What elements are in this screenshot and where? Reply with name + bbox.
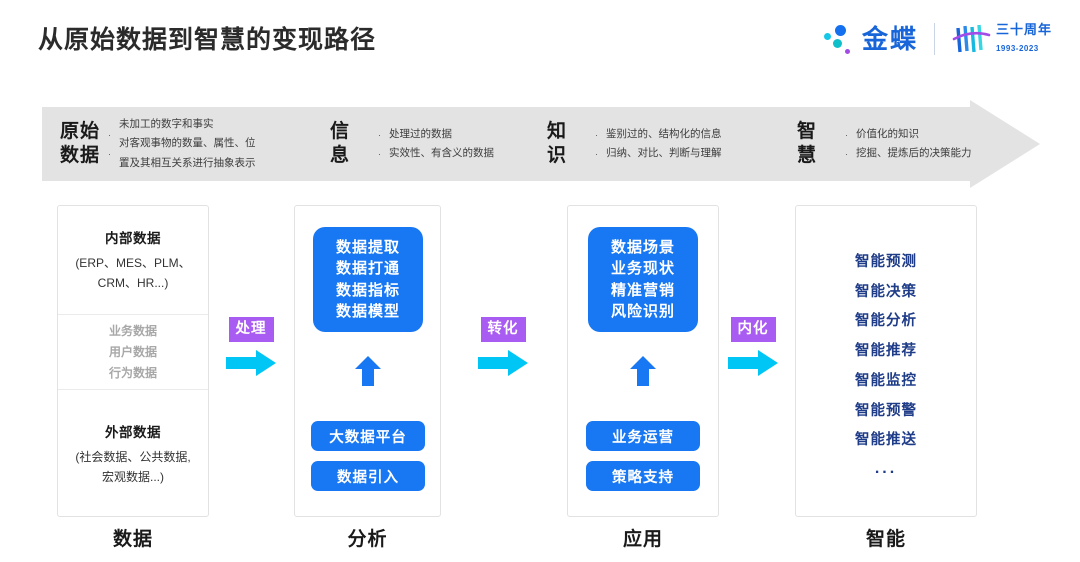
banner-stage-information: 信 息 ·· 处理过的数据 实效性、有含义的数据 — [330, 114, 494, 174]
column-intelligence — [795, 205, 977, 517]
internal-data-title: 内部数据 — [105, 230, 161, 246]
bullet-markers: ·· — [595, 130, 598, 159]
banner-bullet: 鉴别过的、结构化的信息 — [606, 127, 722, 140]
anniversary-30-icon — [952, 24, 991, 53]
bullet-markers: ·· — [378, 130, 381, 159]
analysis-pill-bigdata-platform[interactable]: 大数据平台 — [311, 421, 425, 451]
connector-label-internalize: 内化 — [730, 317, 776, 343]
banner-stage-label: 智 慧 — [797, 121, 818, 166]
internal-data-subtitle: (ERP、MES、PLM、 CRM、HR...) — [75, 255, 191, 290]
column-data: 内部数据 (ERP、MES、PLM、 CRM、HR...) 业务数据 用户数据 … — [57, 205, 209, 517]
intelligence-item: 智能推荐 — [855, 343, 917, 360]
banner-stage-raw-data: 原始 数据 ·· 未加工的数字和事实 对客观事物的数量、属性、位 置及其相互关系… — [60, 114, 256, 174]
external-data-subtitle: (社会数据、公共数据, 宏观数据...) — [75, 449, 191, 484]
intelligence-item: 智能预测 — [855, 254, 917, 270]
data-type-item: 用户数据 — [108, 344, 157, 359]
banner-stage-label: 知 识 — [547, 121, 568, 166]
right-arrow-icon — [728, 350, 778, 377]
banner-bullet: 归纳、对比、判断与理解 — [606, 147, 722, 159]
connector-process: 处理 — [222, 317, 280, 377]
intelligence-item: 智能监控 — [855, 372, 917, 389]
application-card-line: 业务现状 — [610, 260, 675, 278]
intelligence-capability-list: 智能预测 智能决策 智能分析 智能推荐 智能监控 智能预警 智能推送 ... — [795, 248, 977, 482]
connector-label-convert: 转化 — [480, 317, 526, 343]
brand-logo: 金蝶 三十周年 1993-2023 — [822, 18, 1052, 60]
anniversary-badge: 三十周年 1993-2023 — [951, 22, 1052, 56]
column-caption-analysis: 分析 — [347, 529, 388, 550]
dikw-banner: 原始 数据 ·· 未加工的数字和事实 对客观事物的数量、属性、位 置及其相互关系… — [42, 100, 1040, 188]
connector-internalize: 内化 — [724, 317, 782, 377]
data-types-section: 业务数据 用户数据 行为数据 — [58, 314, 208, 390]
banner-stage-label: 信 息 — [330, 121, 351, 166]
banner-bullet: 挖掘、提炼后的决策能力 — [856, 147, 972, 159]
connector-convert: 转化 — [474, 317, 532, 377]
banner-bullet: 置及其相互关系进行抽象表示 — [119, 156, 256, 169]
anniversary-title: 三十周年 — [995, 22, 1052, 38]
intelligence-item: 智能推送 — [855, 432, 917, 449]
external-data-title: 外部数据 — [105, 424, 161, 440]
banner-stage-knowledge: 知 识 ·· 鉴别过的、结构化的信息 归纳、对比、判断与理解 — [547, 114, 722, 174]
banner-bullet: 实效性、有含义的数据 — [389, 147, 494, 159]
data-type-item: 业务数据 — [108, 323, 157, 338]
banner-stage-wisdom: 智 慧 ·· 价值化的知识 挖掘、提炼后的决策能力 — [797, 114, 972, 174]
banner-stage-label: 原始 数据 — [60, 121, 101, 166]
analysis-card-line: 数据模型 — [335, 302, 400, 320]
internal-data-section: 内部数据 (ERP、MES、PLM、 CRM、HR...) — [58, 206, 208, 314]
banner-bullet: 未加工的数字和事实 — [119, 118, 214, 131]
page-title: 从原始数据到智慧的变现路径 — [38, 26, 377, 54]
analysis-card-line: 数据打通 — [335, 260, 400, 278]
application-pill-business-operations[interactable]: 业务运营 — [586, 421, 700, 451]
data-type-item: 行为数据 — [108, 365, 157, 380]
column-caption-intelligence: 智能 — [865, 529, 906, 550]
right-arrow-icon — [478, 350, 528, 377]
kingdee-dots-icon — [822, 22, 852, 56]
analysis-capability-card[interactable]: 数据提取 数据打通 数据指标 数据模型 — [313, 227, 423, 332]
analysis-card-line: 数据指标 — [335, 281, 400, 299]
banner-bullet: 价值化的知识 — [856, 127, 919, 140]
application-pill-strategy-support[interactable]: 策略支持 — [586, 461, 700, 491]
bullet-markers: ·· — [108, 130, 111, 159]
application-capability-card[interactable]: 数据场景 业务现状 精准营销 风险识别 — [588, 227, 698, 332]
column-caption-application: 应用 — [622, 529, 663, 550]
banner-bullet: 对客观事物的数量、属性、位 — [119, 137, 256, 150]
column-caption-data: 数据 — [112, 529, 153, 550]
bullet-markers: ·· — [845, 130, 848, 159]
analysis-card-line: 数据提取 — [335, 238, 400, 256]
right-arrow-icon — [226, 350, 276, 377]
up-arrow-icon — [355, 356, 381, 386]
banner-arrow-shape — [42, 100, 1040, 188]
banner-bullet: 处理过的数据 — [389, 127, 452, 140]
logo-divider — [933, 23, 935, 55]
connector-label-process: 处理 — [228, 317, 274, 343]
up-arrow-icon — [630, 356, 656, 386]
brand-name: 金蝶 — [861, 24, 918, 54]
analysis-pill-data-ingestion[interactable]: 数据引入 — [311, 461, 425, 491]
application-card-line: 数据场景 — [610, 238, 675, 256]
intelligence-item-more: ... — [874, 460, 898, 478]
intelligence-item: 智能分析 — [855, 313, 917, 330]
application-card-line: 精准营销 — [610, 281, 675, 299]
intelligence-item: 智能预警 — [855, 402, 917, 419]
application-card-line: 风险识别 — [610, 302, 675, 320]
intelligence-item: 智能决策 — [855, 283, 917, 300]
external-data-section: 外部数据 (社会数据、公共数据, 宏观数据...) — [58, 390, 208, 518]
anniversary-years: 1993-2023 — [995, 44, 1039, 53]
